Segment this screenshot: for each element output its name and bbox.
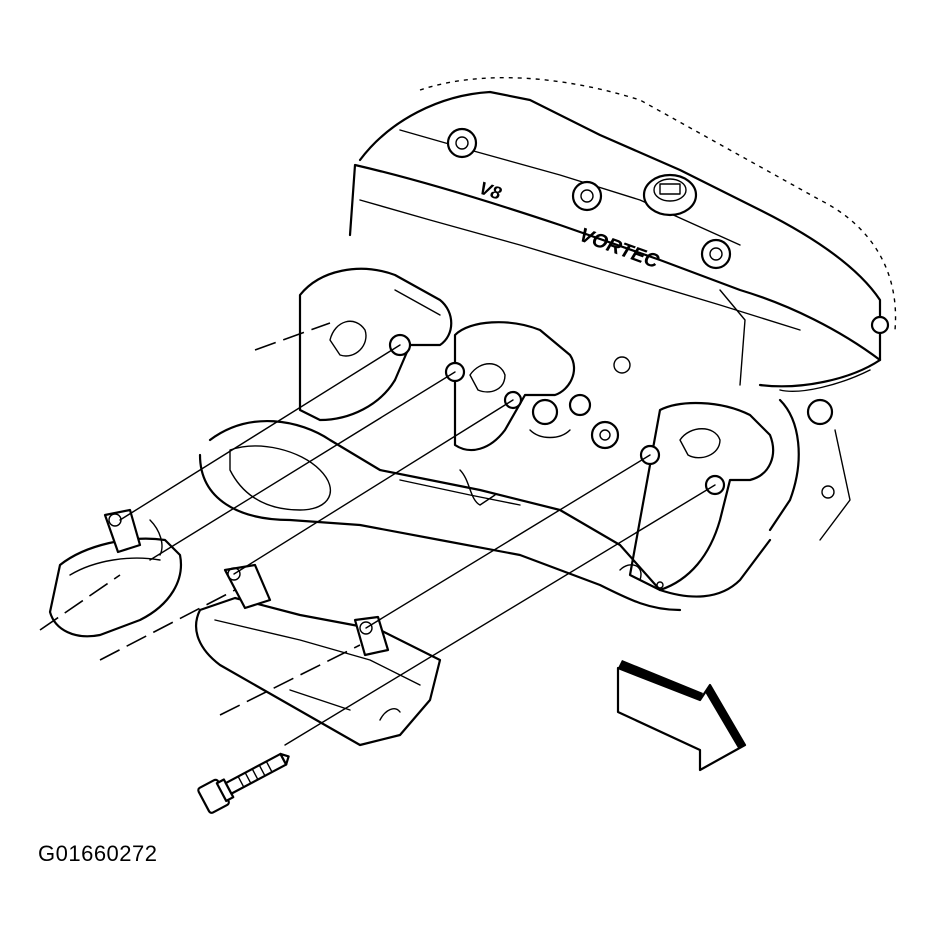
guide-line <box>233 399 514 575</box>
guide-line <box>365 454 651 629</box>
manifold-log-body <box>208 420 772 598</box>
manifold-port-3 <box>628 402 775 592</box>
cover-bolt-right <box>700 238 732 270</box>
heat-shield-left <box>48 508 183 638</box>
bolt-icon <box>197 752 290 814</box>
cover-bolt-center <box>571 180 603 212</box>
oxygen-sensor-icon <box>531 393 620 450</box>
installation-guide-lines <box>39 322 716 746</box>
guide-line <box>99 589 236 661</box>
head-boss-icon <box>870 315 890 335</box>
oil-filler-cap-icon <box>642 173 698 217</box>
figure-id-label: G01660272 <box>38 841 158 866</box>
guide-line <box>284 484 716 746</box>
head-plug-icon <box>821 485 835 499</box>
guide-line <box>119 344 401 521</box>
cover-bolt-left <box>446 127 478 159</box>
exhaust-manifold <box>198 267 775 612</box>
guide-line <box>39 574 121 631</box>
manifold-port-2 <box>453 321 576 452</box>
head-boss-icon <box>806 398 834 426</box>
manifold-port-1 <box>298 267 453 422</box>
heat-shield-main <box>195 563 442 747</box>
head-plug-icon <box>613 356 631 374</box>
guide-line <box>219 644 361 716</box>
front-arrow-icon <box>616 660 747 772</box>
guide-line <box>149 371 456 561</box>
guide-line <box>254 322 331 351</box>
